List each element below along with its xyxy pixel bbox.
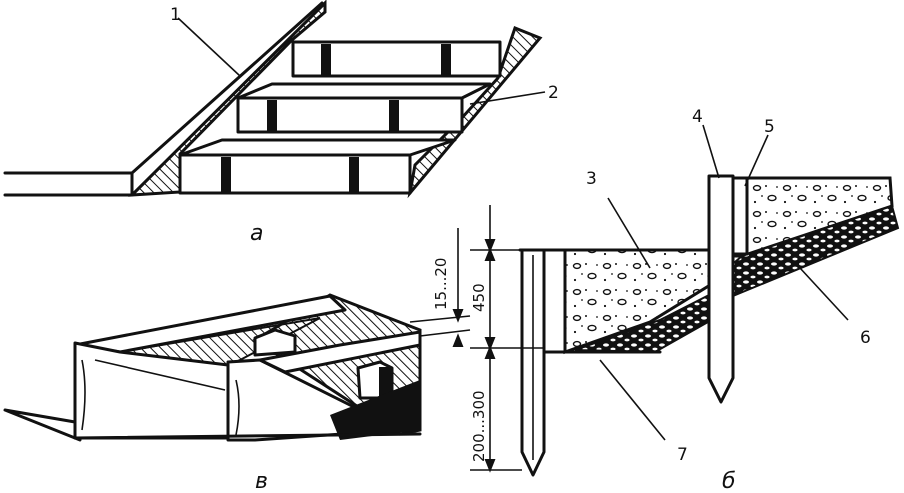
panel-label-v: в: [255, 469, 268, 493]
callout-1: 1: [170, 5, 181, 25]
callout-3: 3: [586, 169, 597, 189]
callout-7: 7: [677, 445, 688, 465]
dimension-15-20: 15...20: [432, 258, 450, 310]
callout-5: 5: [764, 117, 775, 137]
dimension-200-300: 200...300: [470, 390, 488, 462]
panel-label-a: а: [250, 221, 263, 246]
callout-4: 4: [692, 107, 703, 127]
panel-label-b: б: [722, 469, 736, 493]
panel-b-concrete-step: [452, 124, 900, 477]
callout-6: 6: [860, 328, 871, 348]
callout-2: 2: [548, 83, 559, 103]
panel-a-steps: [3, 0, 546, 199]
panel-v-timber-steps: [3, 293, 471, 442]
dimension-450: 450: [470, 283, 488, 312]
